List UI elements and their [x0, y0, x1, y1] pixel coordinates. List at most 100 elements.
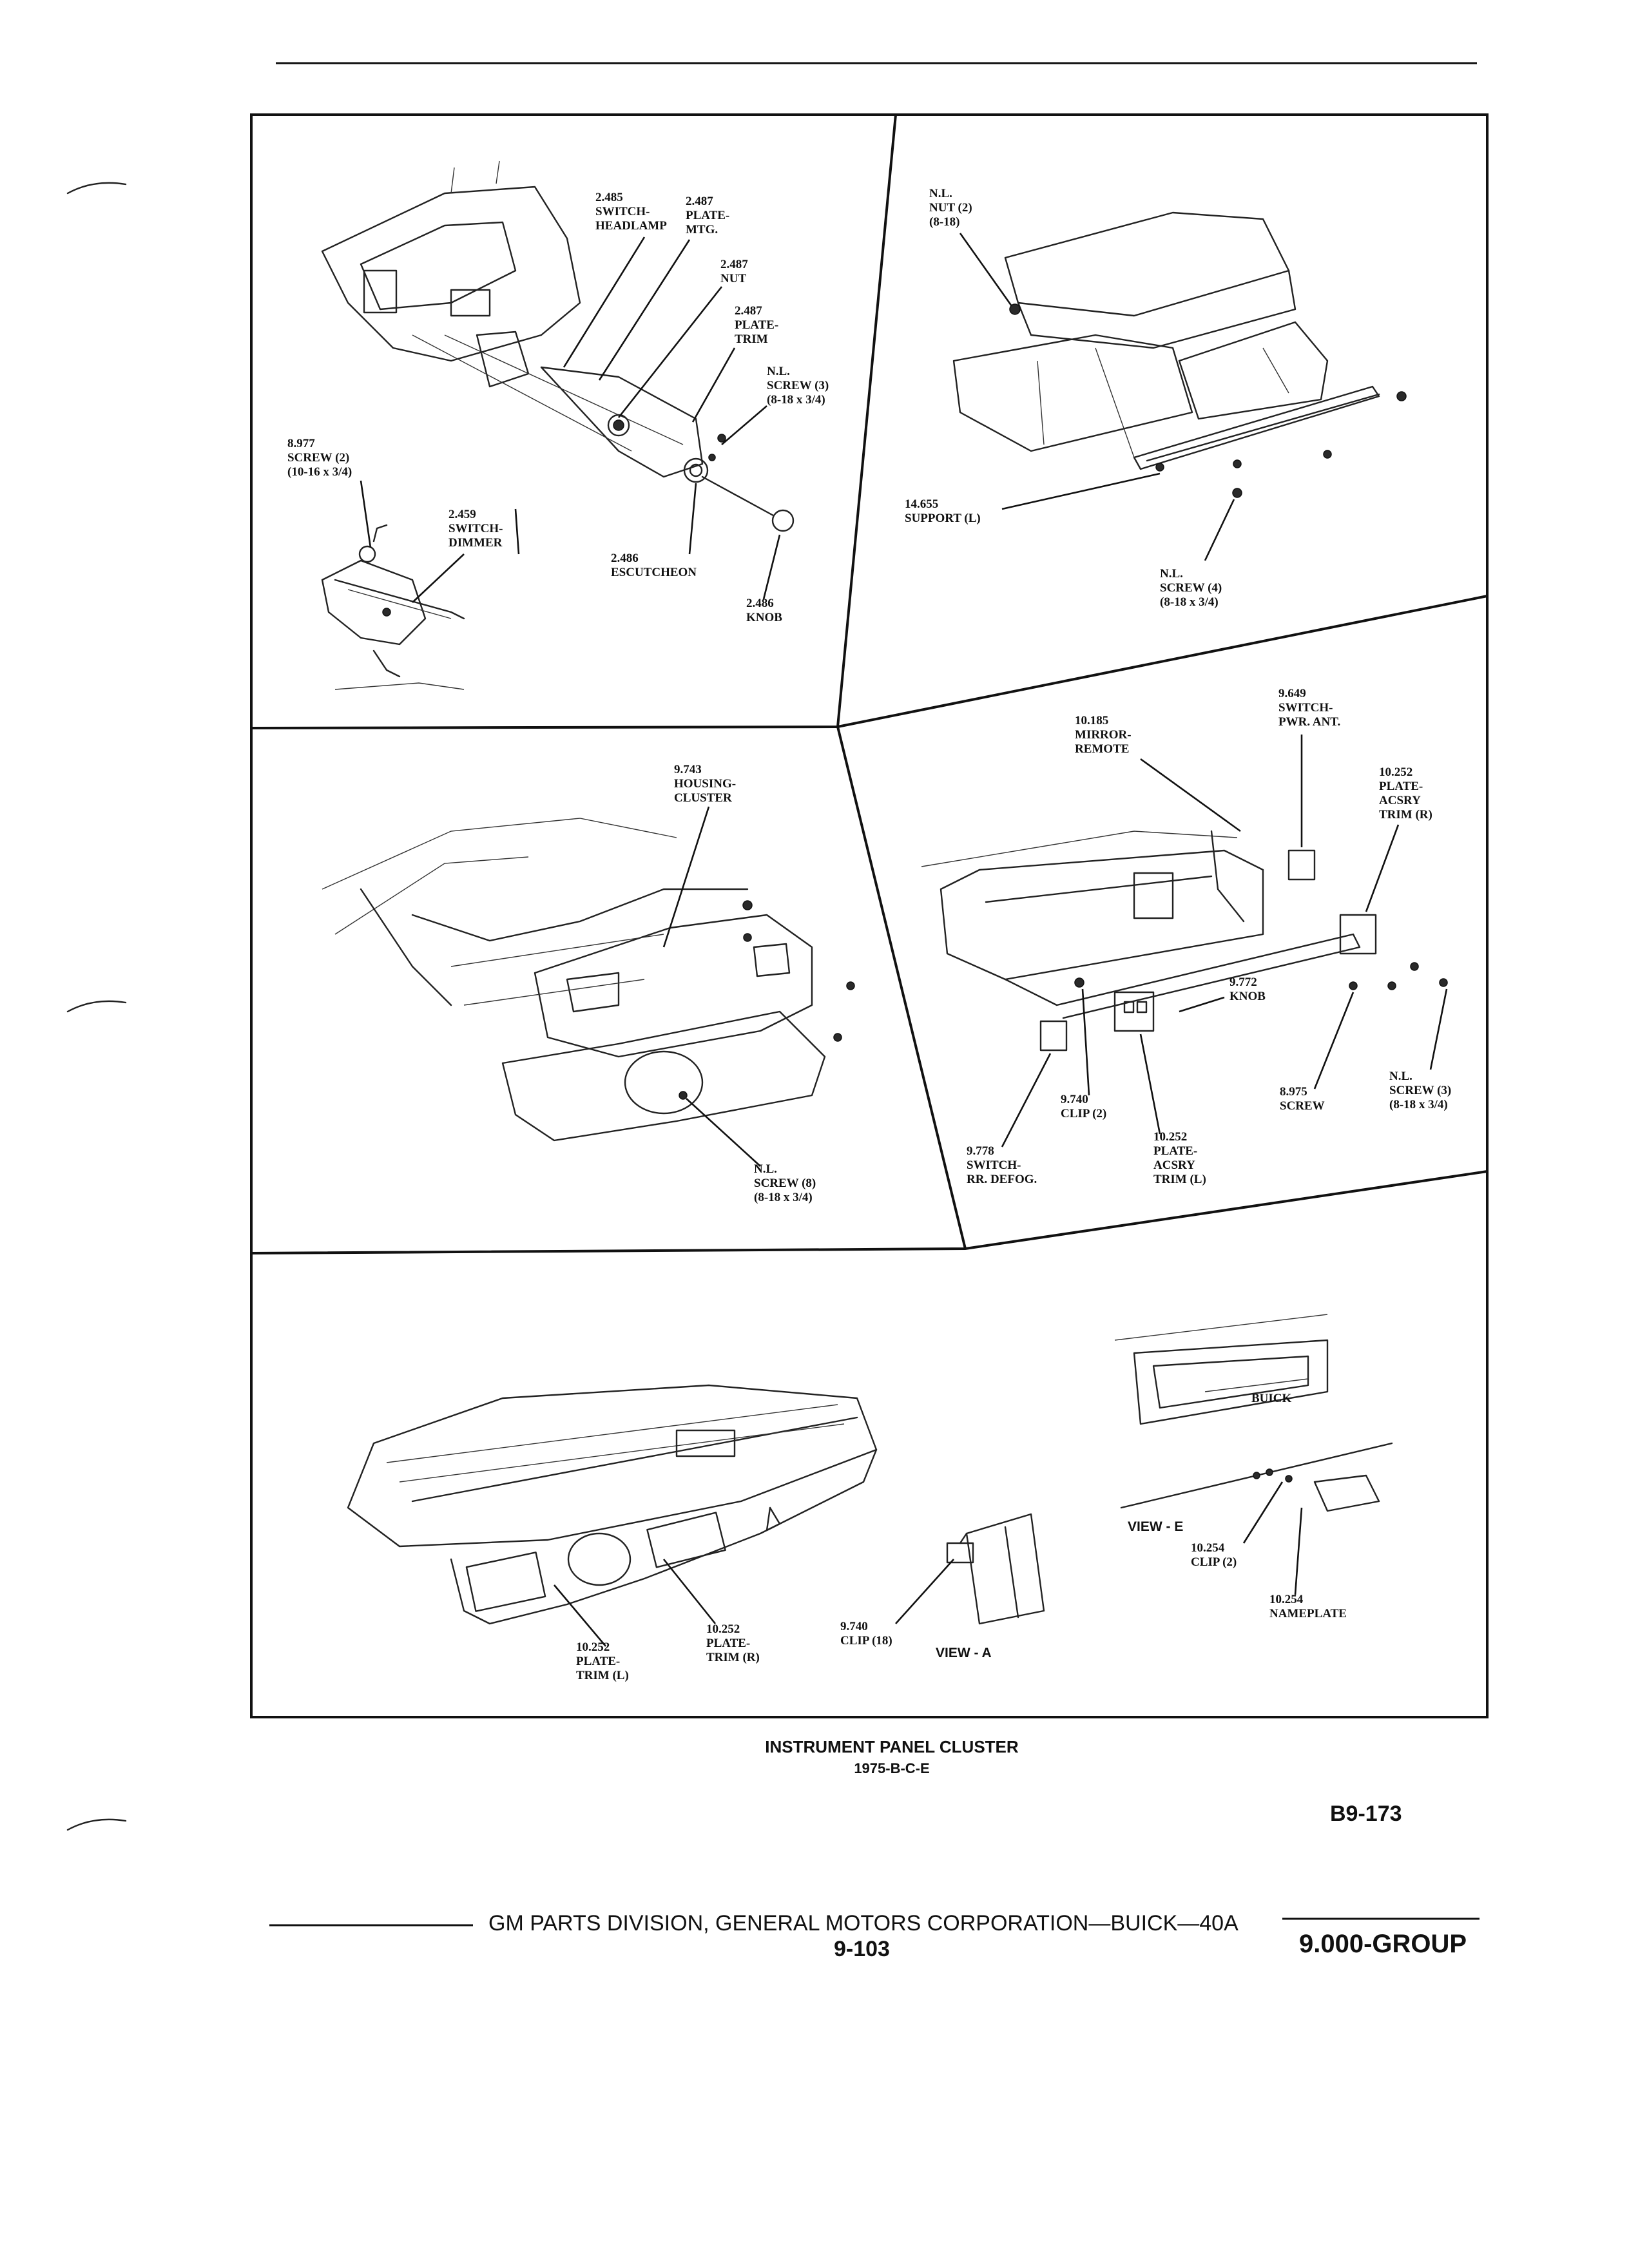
part-name: SCREW (3)	[767, 379, 829, 392]
footer-publisher: GM PARTS DIVISION, GENERAL MOTORS CORPOR…	[488, 1911, 1239, 1936]
panel-divider-vertical-mid	[836, 726, 967, 1249]
panel-support: N.L. NUT (2) (8-18) 14.655 SUPPORT (L) N…	[905, 187, 1407, 609]
part-number: 2.486	[746, 597, 774, 610]
panel-housing-cluster: 9.743 HOUSING- CLUSTER N.L. SCREW (8) (8…	[322, 763, 855, 1204]
part-number: 9.649	[1278, 687, 1306, 700]
part-number: 14.655	[905, 497, 938, 511]
leader-lines	[959, 233, 1235, 561]
part-number: 9.740	[1061, 1093, 1088, 1106]
label-clip-2: 10.254 CLIP (2)	[1191, 1541, 1237, 1569]
part-name: HEADLAMP	[595, 219, 667, 233]
part-number: 8.977	[287, 437, 315, 450]
label-screw-8975: 8.975 SCREW	[1280, 1085, 1325, 1113]
part-name: CLIP (18)	[840, 1634, 892, 1648]
label-mtg-plate: 2.487 PLATE- MTG.	[686, 195, 729, 236]
label-rr-defog-switch: 9.778 SWITCH- RR. DEFOG.	[967, 1144, 1037, 1186]
label-acsry-trim-l: 10.252 PLATE- ACSRY TRIM (L)	[1153, 1130, 1206, 1186]
part-name: ACSRY	[1379, 794, 1421, 807]
view-e-illustration	[1114, 1314, 1393, 1512]
part-spec: (8-18 x 3/4)	[1389, 1098, 1448, 1111]
part-name: KNOB	[1229, 990, 1266, 1003]
label-nl-screw-3-acc: N.L. SCREW (3) (8-18 x 3/4)	[1389, 1070, 1451, 1111]
label-support: 14.655 SUPPORT (L)	[905, 497, 981, 525]
part-name: SWITCH-	[1278, 701, 1333, 715]
label-knob-9772: 9.772 KNOB	[1229, 975, 1266, 1003]
part-name: PLATE-	[735, 318, 778, 332]
part-number: 2.459	[448, 508, 476, 521]
part-name: SCREW (3)	[1389, 1084, 1451, 1097]
label-trim-plate: 2.487 PLATE- TRIM	[735, 304, 778, 346]
part-spec: (10-16 x 3/4)	[287, 465, 352, 479]
part-name: ACSRY	[1153, 1158, 1195, 1172]
leader-lines	[1001, 735, 1448, 1148]
figure-number: B9-173	[1330, 1802, 1402, 1826]
part-number: 10.252	[1379, 765, 1412, 779]
part-name: DIMMER	[448, 536, 503, 550]
leader-lines	[662, 806, 761, 1167]
group-number: 9.000-GROUP	[1299, 1930, 1467, 1958]
part-name: KNOB	[746, 611, 782, 624]
part-name: ESCUTCHEON	[611, 566, 697, 579]
label-pwr-ant-switch: 9.649 SWITCH- PWR. ANT.	[1278, 687, 1340, 729]
part-number: N.L.	[1389, 1070, 1412, 1083]
panel-trim-nameplate: BUICK 10.252 PLATE- TRIM (L) 10.252 PLAT…	[347, 1314, 1393, 1682]
label-nut: 2.487 NUT	[720, 258, 748, 285]
panel-divider-vertical-top	[836, 114, 897, 727]
part-name: SCREW (8)	[754, 1177, 816, 1190]
accessory-illustration	[921, 830, 1448, 1052]
part-spec: (8-18)	[929, 215, 959, 229]
page-number: 9-103	[834, 1937, 890, 1961]
part-name: CLIP (2)	[1191, 1555, 1237, 1569]
part-name: SWITCH-	[448, 522, 503, 535]
part-number: 2.487	[735, 304, 762, 318]
part-number: N.L.	[929, 187, 952, 200]
part-number: 2.487	[720, 258, 748, 271]
buick-badge-text: BUICK	[1251, 1392, 1292, 1405]
leader-lines	[360, 236, 781, 603]
part-number: 10.252	[706, 1622, 740, 1636]
part-number: 2.487	[686, 195, 713, 208]
part-number: 2.485	[595, 191, 623, 204]
support-illustration	[952, 211, 1407, 498]
panel-headlamp-switch: 2.485 SWITCH- HEADLAMP 2.487 PLATE- MTG.…	[287, 160, 829, 690]
part-name: PLATE-	[1153, 1144, 1197, 1158]
panel-accessory-switches: 9.649 SWITCH- PWR. ANT. 10.185 MIRROR- R…	[921, 687, 1451, 1186]
part-number: 8.975	[1280, 1085, 1307, 1099]
part-number: 10.252	[576, 1640, 610, 1654]
part-spec: (8-18 x 3/4)	[1160, 595, 1219, 609]
part-name: HOUSING-	[674, 777, 736, 791]
label-housing-cluster: 9.743 HOUSING- CLUSTER	[674, 763, 736, 805]
binder-marks	[66, 182, 127, 1831]
figure-title: INSTRUMENT PANEL CLUSTER	[765, 1737, 1019, 1756]
leader-lines	[554, 1481, 1303, 1647]
label-screw-8977: 8.977 SCREW (2) (10-16 x 3/4)	[287, 437, 352, 479]
housing-illustration	[322, 818, 855, 1142]
part-number: 9.772	[1229, 975, 1257, 989]
part-name: MIRROR-	[1075, 728, 1132, 742]
label-trim-l: 10.252 PLATE- TRIM (L)	[576, 1640, 629, 1682]
part-name: SCREW (4)	[1160, 581, 1222, 595]
label-escutcheon: 2.486 ESCUTCHEON	[611, 552, 697, 579]
label-nameplate: 10.254 NAMEPLATE	[1269, 1593, 1347, 1620]
part-name: PLATE-	[706, 1637, 750, 1650]
part-name: NUT (2)	[929, 201, 972, 215]
part-name: SUPPORT (L)	[905, 512, 981, 525]
label-headlamp-switch: 2.485 SWITCH- HEADLAMP	[595, 191, 667, 233]
part-number: 10.185	[1075, 714, 1108, 727]
label-nl-screw-4: N.L. SCREW (4) (8-18 x 3/4)	[1160, 567, 1222, 609]
part-number: 10.254	[1269, 1593, 1304, 1606]
part-name: PLATE-	[686, 209, 729, 222]
diagram-frame	[250, 113, 1489, 1718]
view-a-illustration	[946, 1513, 1045, 1625]
part-number: 10.254	[1191, 1541, 1225, 1555]
part-spec: (8-18 x 3/4)	[767, 393, 825, 407]
label-knob: 2.486 KNOB	[746, 597, 782, 624]
part-name: NAMEPLATE	[1269, 1607, 1347, 1620]
trim-illustration	[347, 1384, 878, 1625]
label-nl-nut: N.L. NUT (2) (8-18)	[929, 187, 972, 229]
part-number: N.L.	[1160, 567, 1183, 581]
part-name: SWITCH-	[595, 205, 650, 218]
part-name: SCREW	[1280, 1099, 1325, 1113]
label-nl-screw-8: N.L. SCREW (8) (8-18 x 3/4)	[754, 1162, 816, 1204]
